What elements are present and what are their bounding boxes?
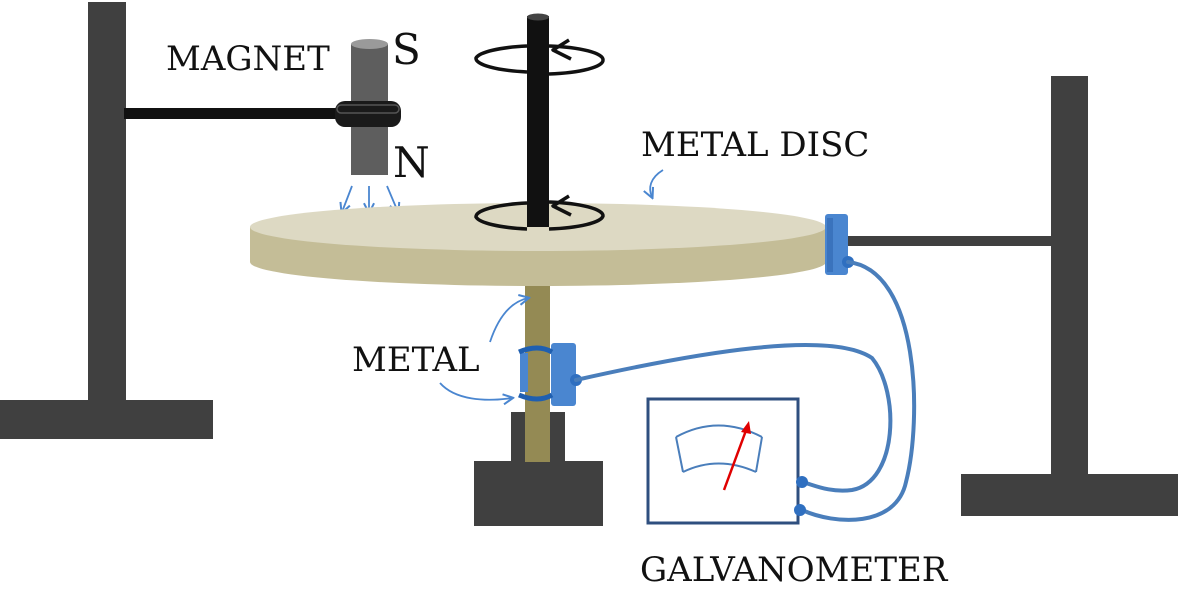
galvanometer-terminal [794,504,806,516]
magnet-label: MAGNET [166,39,330,79]
galvanometer-terminal [796,476,808,488]
circuit-wires [574,260,917,522]
north-pole-label: N [393,138,430,187]
axle-base [474,410,603,526]
rotation-arrow-icon [474,194,605,231]
right-stand [845,76,1178,516]
contact-holder-arm [845,236,1053,246]
pointer-arrow-icon [439,169,664,400]
magnet-clamp [335,101,401,127]
bar-magnet [335,39,401,175]
left-stand [0,2,346,439]
metal-disc-label: METAL DISC [641,125,869,165]
magnet-holder-arm [124,108,346,119]
galvanometer [646,397,808,525]
meter-scale [675,424,763,473]
rotating-shaft [527,13,549,227]
metal-label: METAL [352,340,480,380]
axle-contact [518,343,582,406]
rotation-arrow-icon [474,38,605,76]
meter-needle [722,421,751,491]
south-pole-label: S [392,25,421,74]
galvanometer-label: GALVANOMETER [640,550,949,590]
